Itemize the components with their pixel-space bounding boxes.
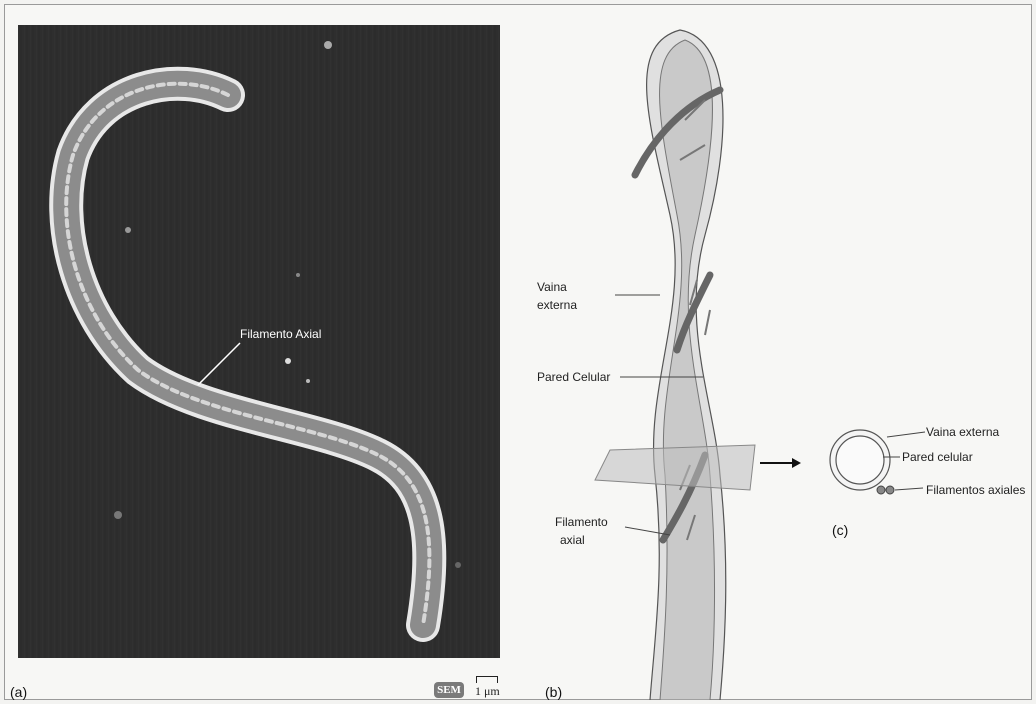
label-filamento-axial-2: axial [560, 533, 585, 547]
scale-bar [476, 676, 498, 683]
scale-bar-label: 1 μm [475, 684, 500, 699]
label-filamento-axial-1: Filamento [555, 515, 608, 529]
spirochete-micrograph-image [18, 25, 500, 658]
axial-filament-dot [886, 486, 894, 494]
spirochete-illustration [505, 5, 1030, 700]
sem-micrograph: Filamento Axial [18, 25, 500, 658]
filamento-axial-label: Filamento Axial [240, 327, 321, 341]
label-vaina-externa-2: externa [537, 298, 577, 312]
label-vaina-externa-1: Vaina [537, 280, 567, 294]
cross-section-wall [836, 436, 884, 484]
panel-label-b: (b) [545, 684, 562, 700]
panel-label-a: (a) [10, 684, 27, 700]
label-c-pared-celular: Pared celular [902, 450, 973, 464]
spirochete-diagram [505, 5, 1030, 700]
label-c-vaina-externa: Vaina externa [926, 425, 999, 439]
panel-label-c: (c) [832, 522, 848, 538]
label-c-filamentos-axiales: Filamentos axiales [926, 483, 1025, 497]
axial-filament-dot [877, 486, 885, 494]
sem-badge: SEM [434, 682, 464, 698]
label-pared-celular: Pared Celular [537, 370, 610, 384]
